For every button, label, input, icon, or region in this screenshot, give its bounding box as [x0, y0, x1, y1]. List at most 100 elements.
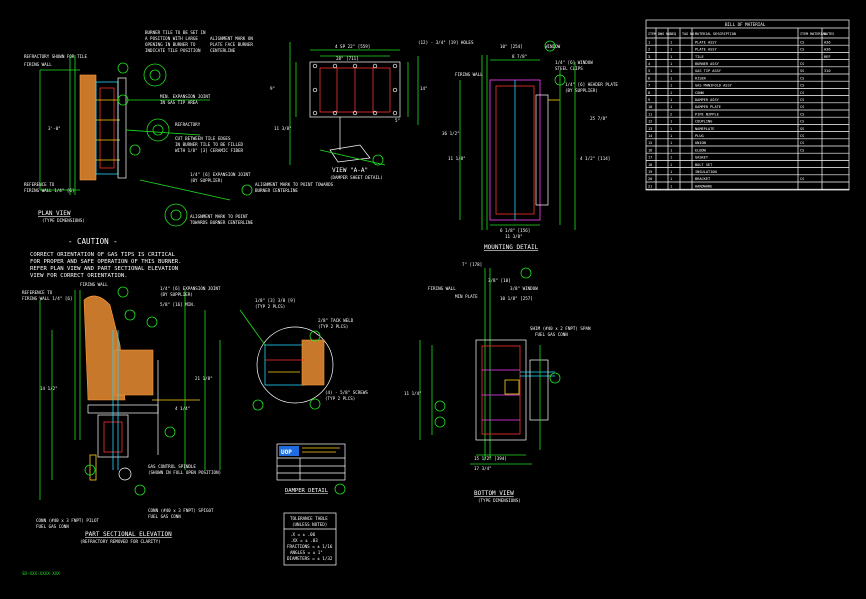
- svg-text:4 1/4": 4 1/4": [175, 406, 190, 411]
- bom-cell: CS: [800, 91, 804, 95]
- bom-cell: PLATE ASSY: [695, 48, 717, 52]
- sectional-firing-wall: FIRING WALL: [80, 282, 108, 287]
- svg-text:17 3/4": 17 3/4": [474, 466, 492, 471]
- svg-text:11 1/4": 11 1/4": [404, 391, 422, 396]
- bom-cell: 2: [648, 48, 650, 52]
- bom-header-cell: ITEM MATERIAL: [800, 32, 827, 36]
- svg-text:ALIGNMENT MARK ON: ALIGNMENT MARK ON: [210, 36, 253, 41]
- bom-cell: 20: [648, 177, 652, 181]
- bom-cell: DAMPER PLATE: [695, 105, 721, 109]
- bom-cell: 1: [670, 48, 672, 52]
- bom-cell: 1: [670, 98, 672, 102]
- mounting-detail: 10" [254] 8 7/8" WINDOW 1/4" [6] WINDOW …: [442, 40, 618, 251]
- bottom-view: 7" [178] 3/8" [10] 3/8" WINDOW 10 1/8" […: [404, 262, 591, 503]
- tolerance-line: DIAMETERS = ± 1/32: [287, 556, 333, 561]
- bom-cell: 1: [670, 84, 672, 88]
- bom-cell: NAMEPLATE: [695, 127, 714, 131]
- svg-text:14": 14": [420, 86, 428, 91]
- svg-text:MIN PLATE: MIN PLATE: [455, 294, 478, 299]
- tolerance-line: ANGLES = ± 1°: [290, 550, 323, 555]
- svg-text:MIN. EXPANSION JOINT: MIN. EXPANSION JOINT: [160, 94, 211, 99]
- bom-cell: 18: [648, 163, 652, 167]
- bom-cell: DAMPER ASSY: [695, 98, 720, 102]
- bom-cell: 6: [648, 76, 650, 80]
- bottom-view-subtitle: (TYPE DIMENSIONS): [478, 498, 521, 503]
- svg-text:11 3/8": 11 3/8": [505, 234, 523, 239]
- bom-cell: CONN: [695, 91, 704, 95]
- svg-text:5": 5": [395, 118, 400, 123]
- view-a-title: VIEW "A-A": [332, 167, 368, 174]
- refractory-note: REFRACTORY SHOWN FOR TILE: [24, 54, 88, 59]
- svg-text:8 7/8": 8 7/8": [512, 54, 527, 59]
- svg-text:FUEL GAS CONN: FUEL GAS CONN: [148, 514, 181, 519]
- tolerance-table: TOLERANCE TABLE (UNLESS NOTED) .X = ± .0…: [283, 512, 337, 566]
- caution-line-3: REFER PLAN VIEW AND PART SECTIONAL ELEVA…: [30, 266, 178, 272]
- bom-cell: A36: [824, 40, 831, 44]
- svg-text:(BY SUPPLIER): (BY SUPPLIER): [160, 292, 193, 297]
- caution-line-2: FOR PROPER AND SAFE OPERATION OF THIS BU…: [30, 259, 182, 265]
- bom-cell: 8: [648, 91, 650, 95]
- svg-text:SHIM (#40 x 2 FNPT) SPAN: SHIM (#40 x 2 FNPT) SPAN: [530, 326, 591, 331]
- svg-text:A POSITION WITH LARGE: A POSITION WITH LARGE: [145, 36, 198, 41]
- caution-title: - CAUTION -: [68, 237, 118, 246]
- svg-text:(BY SUPPLIER): (BY SUPPLIER): [190, 178, 223, 183]
- bom-cell: HARDWARE: [695, 184, 712, 188]
- svg-text:5/8" [16] MIN.: 5/8" [16] MIN.: [160, 302, 195, 307]
- svg-text:11 1/8": 11 1/8": [448, 156, 466, 161]
- svg-text:3/8" WINDOW: 3/8" WINDOW: [510, 286, 538, 291]
- bom-header-cell: DWG NO.: [658, 32, 672, 36]
- svg-text:CONN (#40 x 3 FNPT) PILOT: CONN (#40 x 3 FNPT) PILOT: [36, 518, 100, 523]
- bom-cell: 1: [670, 163, 672, 167]
- bom-cell: 1: [670, 177, 672, 181]
- bom-cell: COUPLING: [695, 120, 712, 124]
- svg-text:TOWARDS BURNER CENTERLINE: TOWARDS BURNER CENTERLINE: [190, 220, 254, 225]
- bom-cell: 1: [670, 184, 672, 188]
- bom-cell: 1: [670, 40, 672, 44]
- bom-cell: 1: [670, 69, 672, 73]
- tolerance-line: .X = ± .06: [290, 532, 316, 537]
- svg-text:REFRACTORY: REFRACTORY: [175, 122, 201, 127]
- bom-cell: 13: [648, 127, 652, 131]
- bom-header-cell: MATERIAL DESCRIPTION: [695, 32, 736, 36]
- bom-cell: 14: [648, 134, 652, 138]
- bom-cell: 1: [670, 76, 672, 80]
- bom-cell: BURNER ASSY: [695, 62, 720, 66]
- svg-text:ALIGNMENT MARK TO POINT: ALIGNMENT MARK TO POINT: [190, 214, 248, 219]
- svg-text:BURNER TILE TO BE SET IN: BURNER TILE TO BE SET IN: [145, 30, 206, 35]
- svg-text:REFERENCE TO: REFERENCE TO: [22, 290, 53, 295]
- mounting-detail-title: MOUNTING DETAIL: [484, 244, 539, 251]
- svg-text:FUEL GAS CONN: FUEL GAS CONN: [36, 524, 69, 529]
- bom-header-cell: REQ: [670, 32, 676, 36]
- svg-text:FIRING WALL 1/4" [6]: FIRING WALL 1/4" [6]: [24, 188, 74, 193]
- svg-text:2/8" TACK WELD: 2/8" TACK WELD: [318, 318, 354, 323]
- bom-cell: BRACKET: [695, 177, 711, 181]
- bom-cell: SS: [800, 127, 804, 131]
- bom-cell: 1: [670, 120, 672, 124]
- view-a-subtitle: (DAMPER SHEET DETAIL): [330, 175, 383, 180]
- bom-cell: 9: [648, 98, 650, 102]
- bom-cell: 1: [670, 105, 672, 109]
- bom-cell: 1: [670, 141, 672, 145]
- caution-line-4: VIEW FOR CORRECT ORIENTATION.: [30, 273, 128, 279]
- firing-wall-note: FIRING WALL: [24, 62, 52, 67]
- bom-cell: SS: [800, 69, 804, 73]
- bom-cell: 11: [648, 112, 652, 116]
- svg-text:15 1/2" [394]: 15 1/2" [394]: [474, 456, 507, 461]
- plan-view: REFRACTORY SHOWN FOR TILE FIRING WALL BU…: [24, 30, 334, 227]
- bottom-firing-wall: FIRING WALL: [428, 286, 456, 291]
- bom-cell: 19: [648, 170, 652, 174]
- bom-cell: 1: [670, 62, 672, 66]
- svg-text:1/4" [6] EXPANSION JOINT: 1/4" [6] EXPANSION JOINT: [190, 172, 251, 177]
- bom-cell: GAS MANIFOLD ASSY: [695, 84, 733, 88]
- bom-cell: 12: [648, 120, 652, 124]
- bom-cell: CS: [800, 98, 804, 102]
- svg-text:28" [711]: 28" [711]: [336, 56, 359, 61]
- bom-cell: 15: [648, 141, 652, 145]
- plan-view-title: PLAN VIEW: [38, 210, 71, 217]
- svg-text:IN GAS TIP AREA: IN GAS TIP AREA: [160, 100, 198, 105]
- svg-text:3'-0": 3'-0": [48, 126, 61, 131]
- tolerance-subtitle: (UNLESS NOTED): [292, 522, 327, 527]
